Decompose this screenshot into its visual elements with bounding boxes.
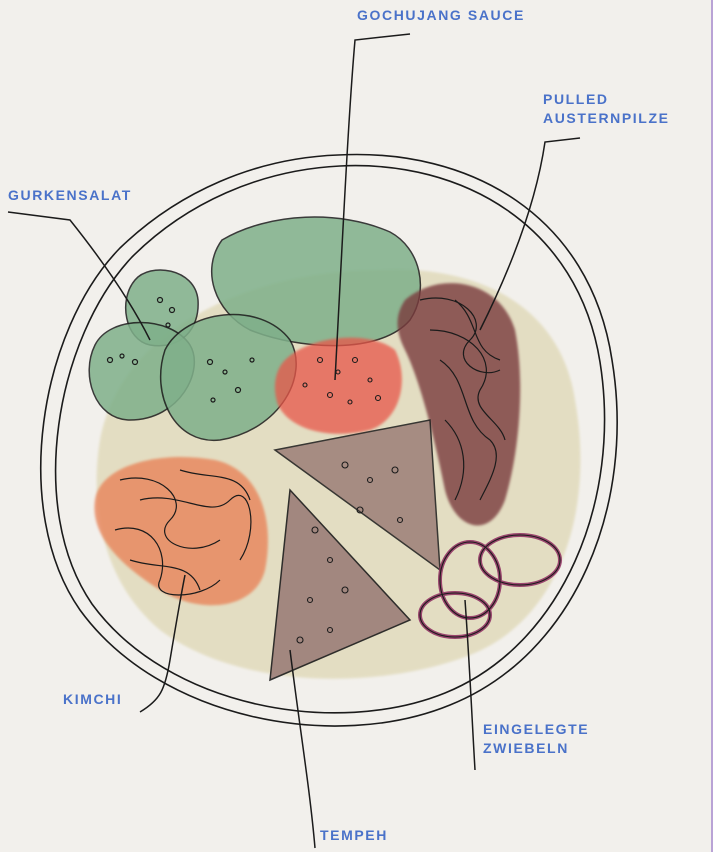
label-kimchi: KIMCHI <box>63 690 122 709</box>
kimchi-fill <box>94 457 268 605</box>
label-pulled-austernpilze: PULLED AUSTERNPILZE <box>543 90 670 128</box>
label-tempeh: TEMPEH <box>320 826 388 845</box>
kimchi <box>94 457 268 605</box>
label-gurkensalat: GURKENSALAT <box>8 186 132 205</box>
label-eingelegte-zwiebeln: EINGELEGTE ZWIEBELN <box>483 720 589 758</box>
label-gochujang-sauce: GOCHUJANG SAUCE <box>357 6 525 25</box>
leader-tempeh <box>290 650 315 848</box>
